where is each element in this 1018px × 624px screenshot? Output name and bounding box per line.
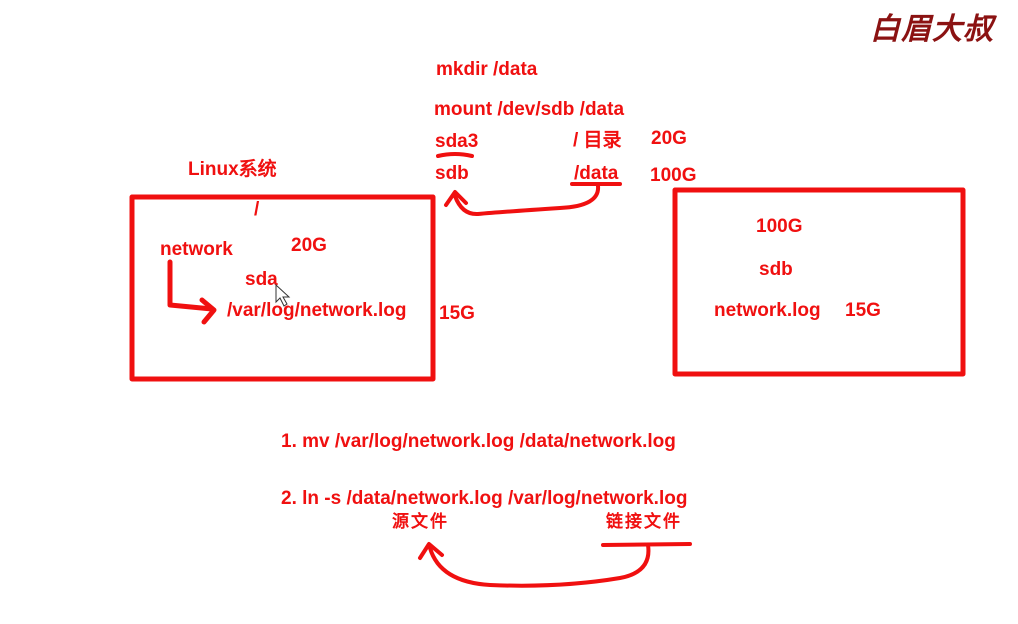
size-100g: 100G <box>650 165 697 186</box>
step-1-command: 1. mv /var/log/network.log /data/network… <box>281 431 676 452</box>
device-sdb: sdb <box>435 163 469 184</box>
mouse-cursor-icon <box>275 283 291 307</box>
network-arrow <box>167 259 215 312</box>
linux-size-20g: 20G <box>291 235 327 256</box>
mount-arrow-head <box>444 190 468 207</box>
sda3-underline <box>436 152 474 158</box>
symlink-arrow-head <box>418 542 444 560</box>
linux-system-box <box>129 194 436 382</box>
disk-sda: sda <box>245 269 278 290</box>
root-slash: / <box>254 199 260 220</box>
device-sda3: sda3 <box>435 131 479 152</box>
size-20g: 20G <box>651 128 687 149</box>
log-path: /var/log/network.log <box>227 300 407 321</box>
dir-root: / 目录 <box>573 130 622 151</box>
brand-logo: 白眉大叔 <box>870 12 994 47</box>
link-file-label: 链接文件 <box>606 512 682 532</box>
mount-command: mount /dev/sdb /data <box>434 99 625 120</box>
linux-system-title: Linux系统 <box>188 159 277 180</box>
network-arrow-head <box>199 297 217 325</box>
sdb-box-file: network.log <box>714 300 821 321</box>
sdb-box-disk: sdb <box>759 259 793 280</box>
mount-arrow <box>453 184 601 217</box>
log-size: 15G <box>439 303 475 324</box>
dir-data: /data <box>574 163 619 184</box>
mkdir-command: mkdir /data <box>436 59 538 80</box>
sdb-box-file-size: 15G <box>845 300 881 321</box>
source-file-label: 源文件 <box>392 512 449 532</box>
symlink-arrow <box>428 543 651 588</box>
network-label: network <box>160 239 233 260</box>
step-2-command: 2. ln -s /data/network.log /var/log/netw… <box>281 488 688 509</box>
sdb-box-size: 100G <box>756 216 803 237</box>
sdb-disk-box <box>672 187 966 377</box>
